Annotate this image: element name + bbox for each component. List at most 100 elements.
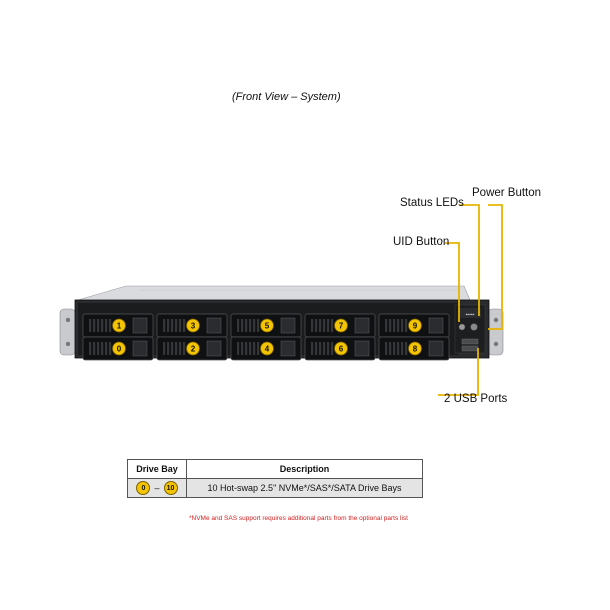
vent-slot: [241, 342, 244, 355]
vent-slot: [183, 342, 186, 355]
range-separator: –: [154, 483, 160, 493]
vent-slot: [163, 319, 166, 332]
drive-latch: [354, 340, 370, 357]
vent-slot: [389, 319, 392, 332]
vent-slot: [167, 319, 170, 332]
bay-number-badge: [260, 318, 274, 333]
vent-slot: [393, 319, 396, 332]
vent-slot: [175, 319, 178, 332]
usb-port: [461, 338, 479, 345]
vent-slot: [109, 342, 112, 355]
vent-slot: [319, 342, 322, 355]
bay-number-badge: [112, 318, 126, 333]
vent-slot: [171, 342, 174, 355]
bay-number-badge: [408, 341, 422, 356]
vent-slot: [183, 319, 186, 332]
vent-slot: [175, 342, 178, 355]
bay-number-label: 7: [339, 322, 344, 331]
left-rack-ear: [59, 308, 76, 356]
bay-number-label: 8: [413, 345, 418, 354]
vent-slot: [401, 319, 404, 332]
vent-slot: [163, 342, 166, 355]
vent-slot: [319, 319, 322, 332]
vent-slot: [97, 342, 100, 355]
vent-slot: [327, 319, 330, 332]
vent-slot: [97, 319, 100, 332]
power-button: [470, 323, 478, 331]
bay-number-label: 3: [191, 322, 196, 331]
vent-slot: [171, 319, 174, 332]
bay-number-badge: [112, 341, 126, 356]
right-rack-ear: [487, 308, 504, 356]
drive-latch: [280, 340, 296, 357]
vent-slot: [323, 319, 326, 332]
bay-badge-to: 10: [163, 481, 178, 495]
vent-slot: [315, 319, 318, 332]
vent-slot: [253, 319, 256, 332]
figure-caption: (Front View – System): [232, 91, 341, 103]
vent-slot: [105, 319, 108, 332]
usb-port: [461, 345, 479, 352]
drive-latch: [428, 317, 444, 334]
vent-slot: [385, 342, 388, 355]
vent-slot: [179, 342, 182, 355]
bay-number-label: 9: [413, 322, 418, 331]
callout-usb-ports: 2 USB Ports: [444, 393, 508, 405]
vent-slot: [245, 319, 248, 332]
footnote: *NVMe and SAS support requires additiona…: [189, 515, 408, 522]
callout-leaders: [438, 204, 503, 396]
vent-slot: [315, 342, 318, 355]
vent-slot: [393, 342, 396, 355]
vent-slot: [249, 342, 252, 355]
vent-slot: [311, 319, 314, 332]
drive-latch: [280, 317, 296, 334]
vent-slot: [385, 319, 388, 332]
row-description: 10 Hot-swap 2.5" NVMe*/SAS*/SATA Drive B…: [186, 478, 423, 498]
bay-number-badge: [186, 341, 200, 356]
vent-slot: [257, 342, 260, 355]
drive-latch: [206, 317, 222, 334]
callout-power-button: Power Button: [472, 187, 542, 199]
bay-number-badge: [186, 318, 200, 333]
vent-slot: [105, 342, 108, 355]
vent-slot: [257, 319, 260, 332]
vent-slot: [253, 342, 256, 355]
vent-slot: [245, 342, 248, 355]
bay-number-badge: [334, 318, 348, 333]
callout-uid-button: UID Button: [393, 236, 450, 248]
vent-slot: [101, 342, 104, 355]
bay-number-label: 6: [339, 345, 344, 354]
bay-number-badge: [334, 341, 348, 356]
bay-number-badge: [260, 341, 274, 356]
vent-slot: [93, 319, 96, 332]
vent-slot: [89, 342, 92, 355]
vent-slot: [167, 342, 170, 355]
bay-badge-from: 0: [136, 481, 151, 495]
vent-slot: [249, 319, 252, 332]
vent-slot: [389, 342, 392, 355]
drive-bay-table: Drive Bay Description 0 – 10 10 Hot-swap…: [127, 459, 423, 498]
callout-status-leds: Status LEDs: [400, 197, 464, 209]
vent-slot: [101, 319, 104, 332]
bay-number-label: 2: [191, 345, 196, 354]
table-row: 0 – 10 10 Hot-swap 2.5" NVMe*/SAS*/SATA …: [127, 478, 423, 498]
vent-slot: [327, 342, 330, 355]
vent-slot: [405, 319, 408, 332]
header-drive-bay: Drive Bay: [127, 459, 187, 479]
drive-latch: [428, 340, 444, 357]
drive-latch: [354, 317, 370, 334]
svg-text:▪▪▪▪▪: ▪▪▪▪▪: [466, 312, 475, 318]
bay-number-label: 0: [117, 345, 122, 354]
drive-latch: [132, 340, 148, 357]
vent-slot: [237, 342, 240, 355]
drive-latch: [206, 340, 222, 357]
bay-number-badge: [408, 318, 422, 333]
vent-slot: [93, 342, 96, 355]
vent-slot: [331, 319, 334, 332]
vent-slot: [237, 319, 240, 332]
vent-slot: [89, 319, 92, 332]
bay-number-label: 1: [117, 322, 122, 331]
vent-slot: [397, 319, 400, 332]
